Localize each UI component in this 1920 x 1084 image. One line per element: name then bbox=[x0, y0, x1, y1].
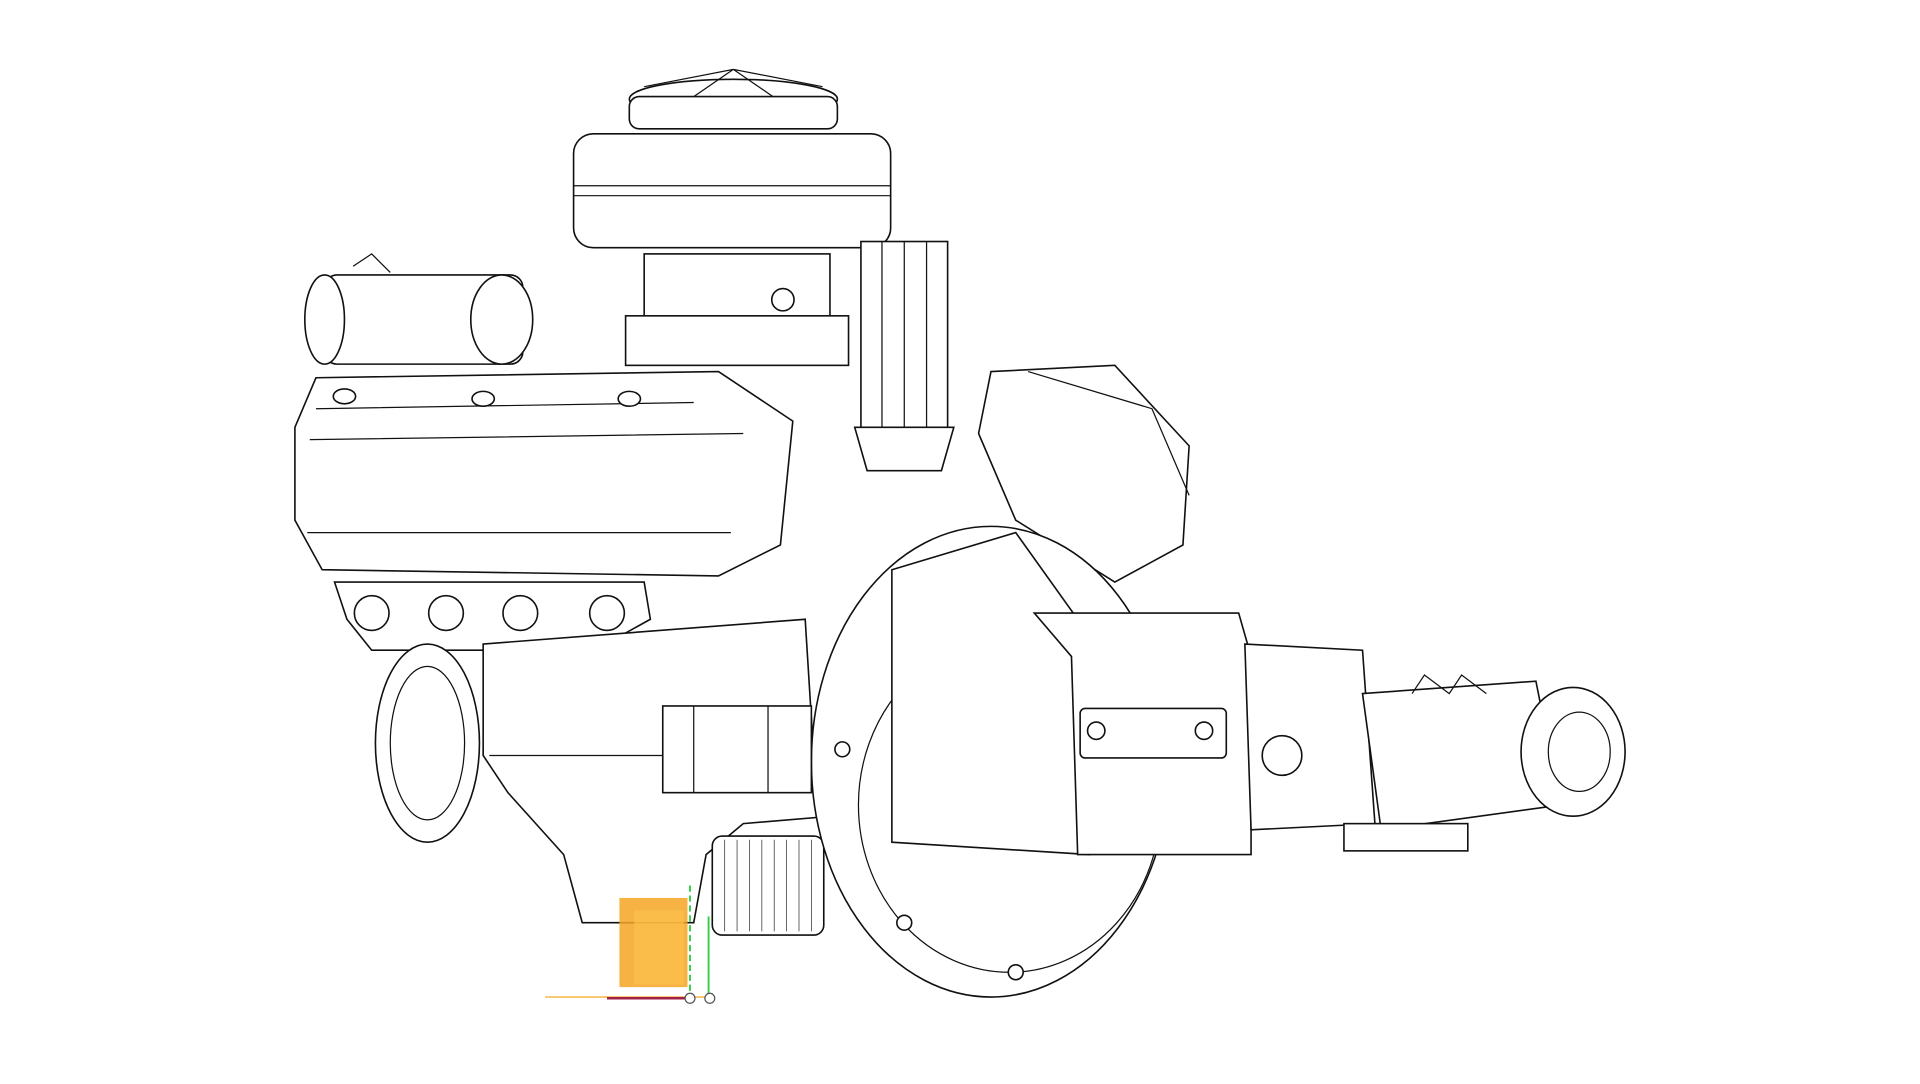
transform-gizmo[interactable] bbox=[545, 885, 716, 1004]
exhaust-manifold bbox=[333, 581, 652, 652]
oil-filter bbox=[711, 835, 825, 936]
starter-motor bbox=[304, 253, 534, 365]
air-cleaner bbox=[572, 68, 892, 249]
left-valve-cover bbox=[294, 370, 794, 577]
distributor bbox=[853, 240, 955, 472]
right-valve-cover bbox=[977, 364, 1190, 584]
carburetor bbox=[624, 253, 850, 367]
engine-block bbox=[374, 618, 819, 924]
selection-highlight bbox=[619, 897, 688, 988]
transmission bbox=[1032, 612, 1626, 856]
drive-shaft-housing bbox=[661, 705, 813, 794]
